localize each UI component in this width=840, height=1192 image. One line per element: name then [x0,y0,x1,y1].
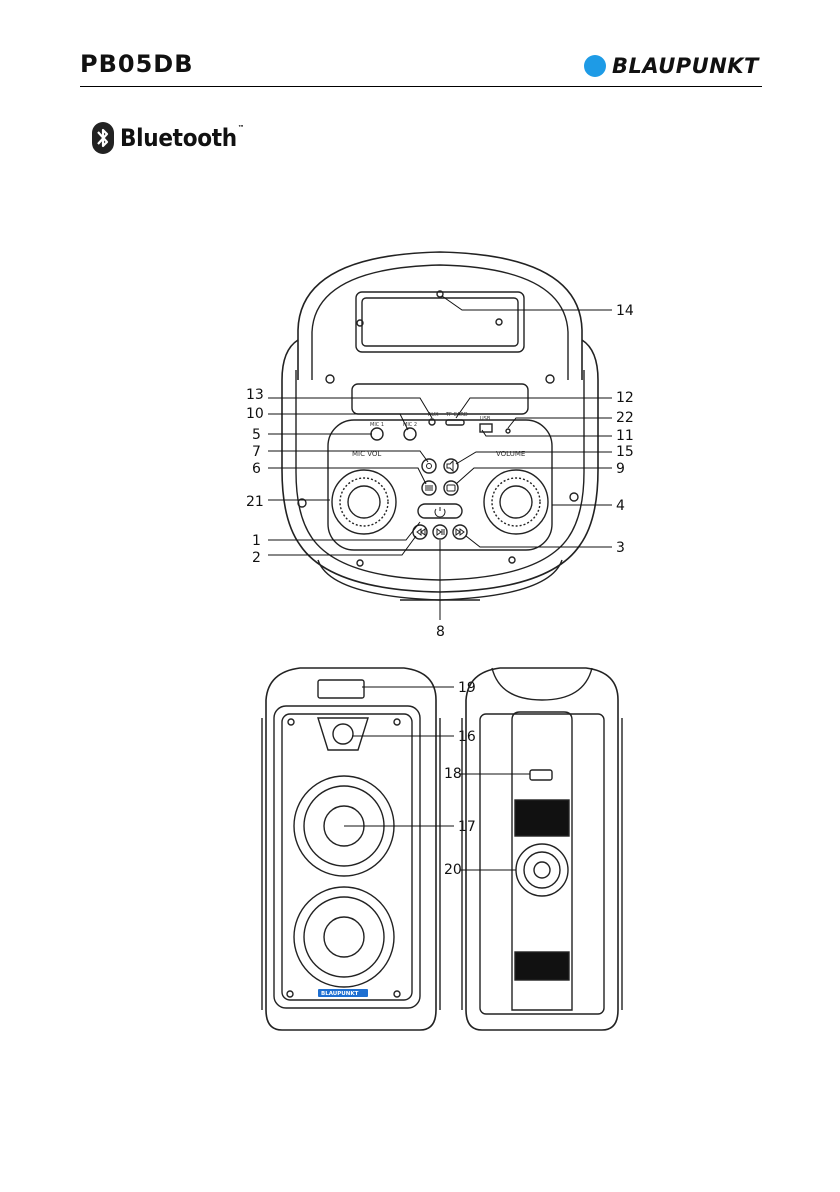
play-pause-icon[interactable] [437,529,444,535]
callout-20: 20 [444,862,462,878]
callout-10: 10 [246,406,264,422]
front-leader-lines [344,687,454,826]
next-track-icon[interactable] [456,529,464,535]
top-view-button-glyphs [417,461,464,535]
callout-4: 4 [616,498,625,514]
callout-2: 2 [252,550,261,566]
usb-label: USB [480,416,491,422]
callout-16: 16 [458,729,476,745]
mute-speaker-icon[interactable] [447,461,453,471]
callout-22: 22 [616,410,634,426]
callout-3: 3 [616,540,625,556]
front-badge: BLAUPUNKT [318,989,368,997]
top-leader-lines [268,296,612,620]
led-light-icon[interactable] [427,464,432,469]
callout-15: 15 [616,444,634,460]
back-view [462,668,622,1030]
callout-5: 5 [252,427,261,443]
front-brand-badge: BLAUPUNKT [321,991,359,997]
callout-17: 17 [458,819,476,835]
callout-1: 1 [252,533,261,549]
callout-12: 12 [616,390,634,406]
callout-11: 11 [616,428,634,444]
callout-7: 7 [252,444,261,460]
mode-icon[interactable] [447,485,455,491]
callout-8: 8 [436,624,445,640]
callout-18: 18 [444,766,462,782]
front-callouts: 19 16 17 [458,680,476,835]
callout-21: 21 [246,494,264,510]
front-view [262,668,440,1030]
volume-label: VOLUME [496,450,525,458]
callout-9: 9 [616,461,625,477]
callout-13: 13 [246,387,264,403]
mic1-label: MIC 1 [370,422,384,428]
menu-icon[interactable] [425,486,433,490]
previous-track-icon[interactable] [417,529,425,535]
callout-14: 14 [616,303,634,319]
callout-6: 6 [252,461,261,477]
power-icon[interactable] [435,507,445,517]
